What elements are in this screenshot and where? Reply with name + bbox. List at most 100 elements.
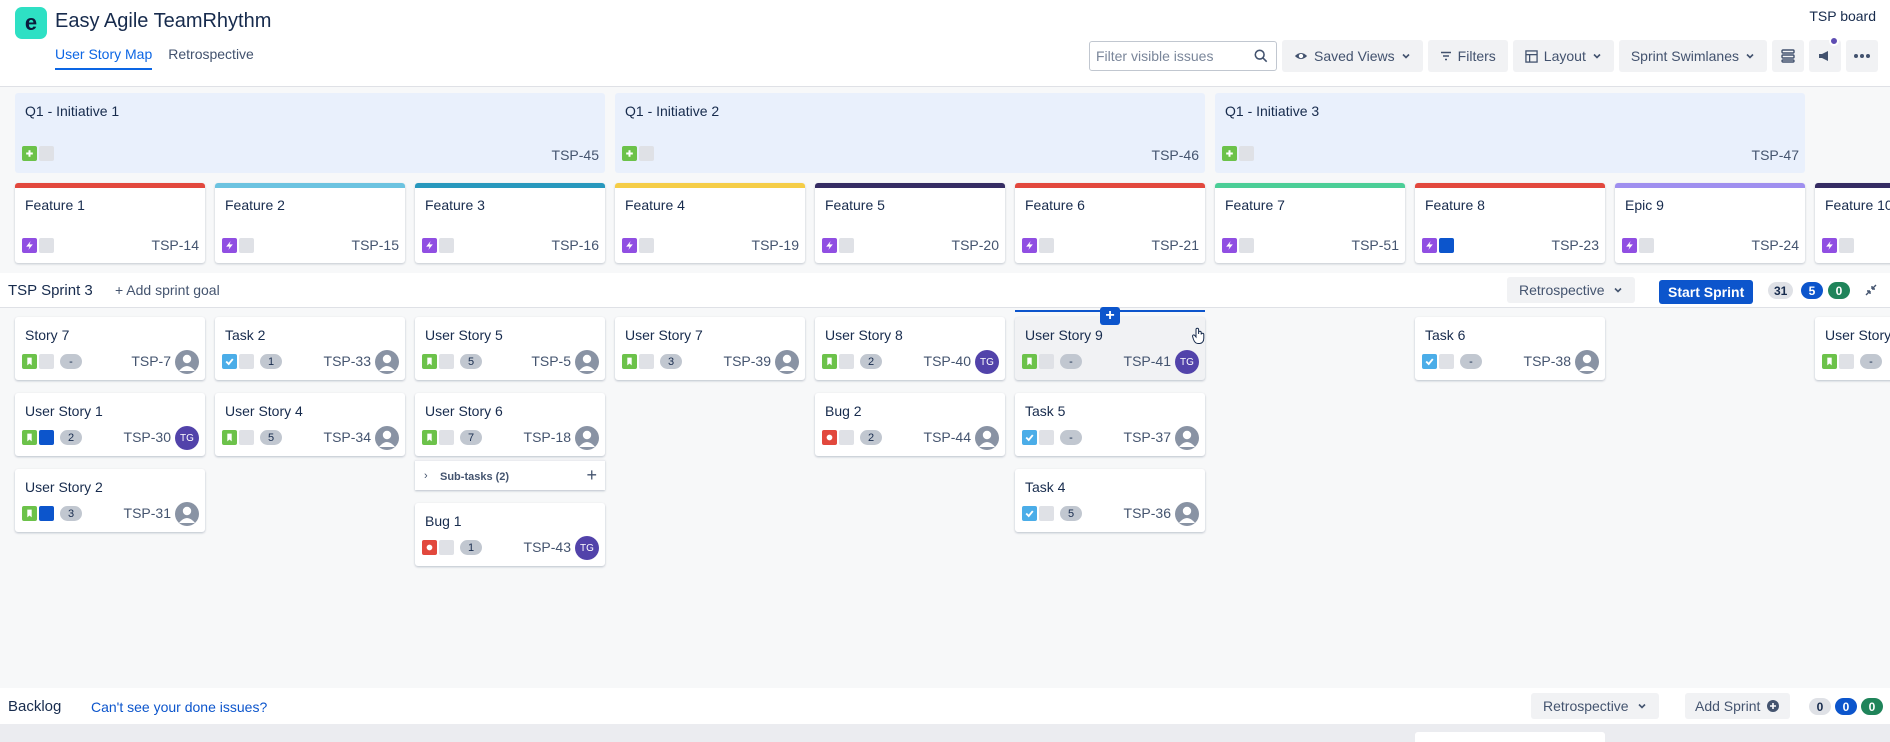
issue-key[interactable]: TSP-37 <box>1123 429 1171 445</box>
saved-views-button[interactable]: Saved Views <box>1281 40 1423 72</box>
tab-user-story-map[interactable]: User Story Map <box>55 46 153 70</box>
issue-key[interactable]: TSP-15 <box>351 237 399 253</box>
issue-key[interactable]: TSP-31 <box>123 505 171 521</box>
assignee-avatar[interactable]: TG <box>175 426 199 450</box>
collapse-icon[interactable] <box>1864 283 1878 297</box>
unassigned-avatar-icon[interactable] <box>575 426 599 450</box>
feature-card[interactable]: Feature 10 <box>1815 183 1890 263</box>
unassigned-avatar-icon[interactable] <box>1175 426 1199 450</box>
issue-key[interactable]: TSP-47 <box>1751 147 1799 163</box>
issue-key[interactable]: TSP-33 <box>323 353 371 369</box>
unassigned-avatar-icon[interactable] <box>175 350 199 374</box>
layout-button[interactable]: Layout <box>1512 40 1614 72</box>
unassigned-avatar-icon[interactable] <box>775 350 799 374</box>
assignee-avatar[interactable]: TG <box>1175 350 1199 374</box>
more-options-button[interactable] <box>1846 40 1878 72</box>
issue-key[interactable]: TSP-46 <box>1151 147 1199 163</box>
epic-icon <box>422 238 437 253</box>
unassigned-avatar-icon[interactable] <box>175 502 199 526</box>
unassigned-avatar-icon[interactable] <box>375 426 399 450</box>
backlog-card[interactable] <box>1415 732 1605 742</box>
swimlanes-button[interactable]: Sprint Swimlanes <box>1618 40 1767 72</box>
done-issues-link[interactable]: Can't see your done issues? <box>91 699 268 715</box>
issue-key[interactable]: TSP-24 <box>1751 237 1799 253</box>
issue-key[interactable]: TSP-34 <box>323 429 371 445</box>
issue-key[interactable]: TSP-30 <box>123 429 171 445</box>
unassigned-avatar-icon[interactable] <box>1575 350 1599 374</box>
issue-key[interactable]: TSP-21 <box>1151 237 1199 253</box>
add-sprint-button[interactable]: Add Sprint <box>1685 693 1791 719</box>
story-card[interactable]: Task 6-TSP-38 <box>1415 317 1605 380</box>
in-progress-count-badge: 5 <box>1801 282 1823 299</box>
add-story-plus-icon[interactable]: + <box>1100 307 1120 325</box>
issue-key[interactable]: TSP-14 <box>151 237 199 253</box>
backlog-title[interactable]: Backlog <box>8 698 62 715</box>
card-title: User Story 1 <box>25 403 103 419</box>
assignee-avatar[interactable]: TG <box>575 536 599 560</box>
issue-key[interactable]: TSP-38 <box>1523 353 1571 369</box>
issue-key[interactable]: TSP-20 <box>951 237 999 253</box>
issue-key[interactable]: TSP-45 <box>551 147 599 163</box>
story-card[interactable]: Story 7-TSP-7 <box>15 317 205 380</box>
issue-key[interactable]: TSP-16 <box>551 237 599 253</box>
issue-key[interactable]: TSP-19 <box>751 237 799 253</box>
stack-view-button[interactable] <box>1772 40 1804 72</box>
issue-key[interactable]: TSP-7 <box>131 353 171 369</box>
search-icon[interactable] <box>1254 49 1268 63</box>
tab-retrospective[interactable]: Retrospective <box>168 46 254 62</box>
issue-key[interactable]: TSP-23 <box>1551 237 1599 253</box>
add-sprint-goal-link[interactable]: + Add sprint goal <box>115 282 220 298</box>
story-card[interactable]: User Story- <box>1815 317 1890 380</box>
unassigned-avatar-icon[interactable] <box>575 350 599 374</box>
initiative-card[interactable]: Q1 - Initiative 2 TSP-46 <box>615 93 1205 173</box>
issue-key[interactable]: TSP-41 <box>1123 353 1171 369</box>
status-icon <box>639 238 654 253</box>
initiative-card[interactable]: Q1 - Initiative 3 TSP-47 <box>1215 93 1805 173</box>
issue-key[interactable]: TSP-51 <box>1351 237 1399 253</box>
issue-key[interactable]: TSP-5 <box>531 353 571 369</box>
subtasks-toggle[interactable]: › Sub-tasks (2) + <box>415 460 605 490</box>
issue-key[interactable]: TSP-43 <box>523 539 571 555</box>
issue-key[interactable]: TSP-36 <box>1123 505 1171 521</box>
unassigned-avatar-icon[interactable] <box>1175 502 1199 526</box>
issue-key[interactable]: TSP-44 <box>923 429 971 445</box>
search-input[interactable] <box>1089 42 1276 70</box>
issue-key[interactable]: TSP-40 <box>923 353 971 369</box>
assignee-avatar[interactable]: TG <box>975 350 999 374</box>
issue-key[interactable]: TSP-18 <box>523 429 571 445</box>
board-name[interactable]: TSP board <box>1809 8 1876 24</box>
unassigned-avatar-icon[interactable] <box>975 426 999 450</box>
start-sprint-button[interactable]: Start Sprint <box>1659 280 1754 304</box>
backlog-retrospective-dropdown[interactable]: Retrospective <box>1531 693 1659 719</box>
filters-button[interactable]: Filters <box>1427 40 1508 72</box>
sprint-name[interactable]: TSP Sprint 3 <box>8 282 93 299</box>
announcements-button[interactable] <box>1809 36 1841 72</box>
story-card[interactable]: Task 5-TSP-37 <box>1015 393 1205 456</box>
sprint-retrospective-dropdown[interactable]: Retrospective <box>1507 277 1635 303</box>
unassigned-avatar-icon[interactable] <box>375 350 399 374</box>
initiative-card[interactable]: Q1 - Initiative 1 TSP-45 <box>15 93 605 173</box>
issue-key[interactable]: TSP-39 <box>723 353 771 369</box>
add-subtask-icon[interactable]: + <box>586 465 597 485</box>
